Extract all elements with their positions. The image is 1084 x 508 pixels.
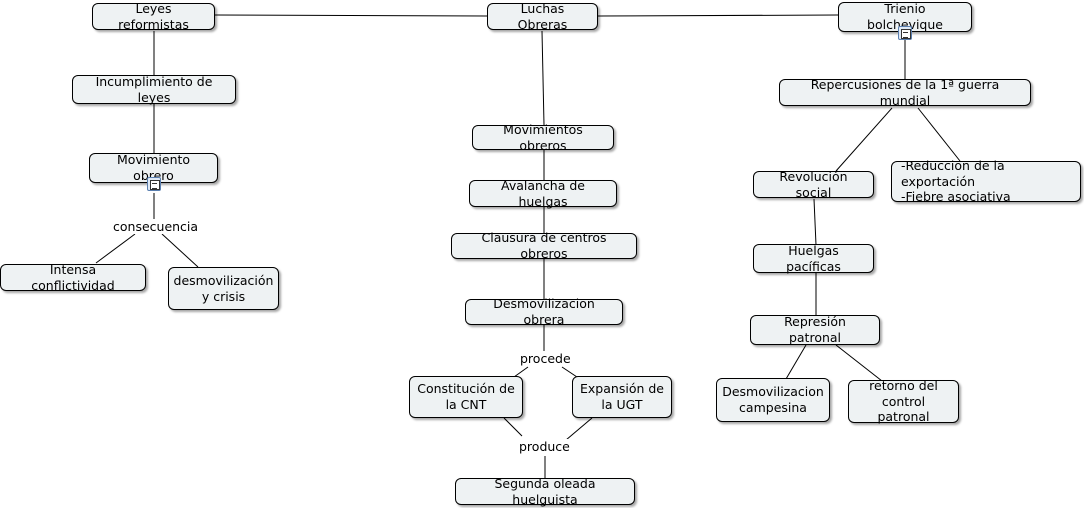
node-segunda-oleada-huelguista[interactable]: Segunda oleada huelguista [455,476,635,507]
node-luchas-obreras[interactable]: Luchas Obreras [487,1,598,32]
node-desmovilizacion-campesina[interactable]: Desmovilizacion campesina [716,378,830,422]
node-constitucion-de-la-cnt[interactable]: Constitución de la CNT [409,376,523,418]
node-represion-patronal[interactable]: Represión patronal [750,314,880,345]
node-reduccion-exportacion[interactable]: -Reduccion de la exportación -Fiebre aso… [891,158,1081,204]
node-clausura-de-centros-obreros[interactable]: Clausura de centros obreros [451,230,637,261]
node-trienio-bolchevique[interactable]: Trienio bolchevique [838,1,972,32]
link-label-produce: produce [516,439,573,454]
document-icon[interactable] [898,26,912,40]
node-revolucion-social[interactable]: Revolución social [753,169,874,200]
node-repercusiones-guerra-mundial[interactable]: Repercusiones de la 1ª guerra mundial [779,77,1031,108]
link-label-procede: procede [517,351,574,366]
document-icon[interactable] [147,177,161,191]
node-intensa-conflictividad[interactable]: Intensa conflictividad [0,262,146,293]
node-movimientos-obreros[interactable]: Movimientos obreros [472,122,614,153]
node-huelgas-pacificas[interactable]: Huelgas pacíficas [753,243,874,274]
link-label-consecuencia: consecuencia [110,219,202,234]
node-incumplimiento-de-leyes[interactable]: Incumplimiento de leyes [72,74,236,105]
node-retorno-control-patronal[interactable]: retorno del control patronal [848,378,959,424]
node-expansion-de-la-ugt[interactable]: Expansión de la UGT [572,376,672,418]
node-desmovilizacion-obrera[interactable]: Desmovilizacion obrera [465,296,623,327]
node-avalancha-de-huelgas[interactable]: Avalancha de huelgas [469,178,617,209]
node-leyes-reformistas[interactable]: Leyes reformistas [92,1,215,32]
node-desmovilizacion-y-crisis[interactable]: desmovilización y crisis [168,267,279,310]
